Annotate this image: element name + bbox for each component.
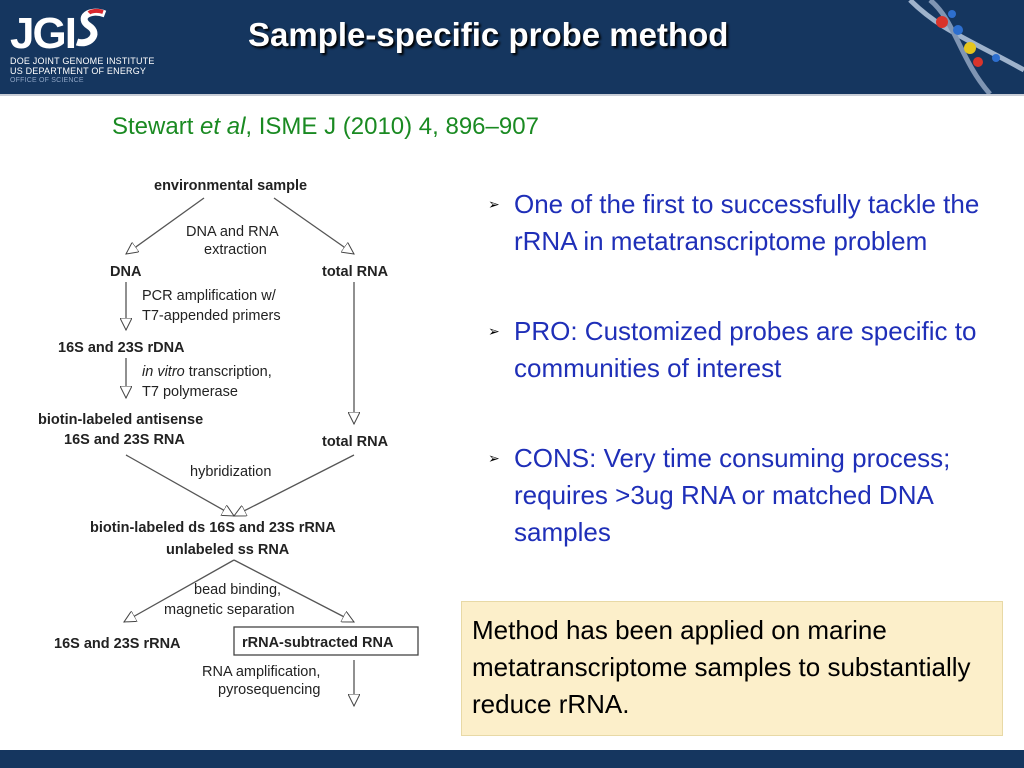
label-extraction: extraction [204, 242, 267, 258]
arrow-bullet-icon: ➢ [488, 323, 500, 339]
label-magnetic-separation: magnetic separation [164, 602, 295, 618]
node-16s-23s-rdna: 16S and 23S rDNA [58, 340, 185, 356]
label-dna-rna-extraction: DNA and RNA [186, 224, 279, 240]
citation: Stewart et al, ISME J (2010) 4, 896–907 [112, 113, 539, 140]
callout-box: Method has been applied on marine metatr… [461, 601, 1003, 736]
subtracted-box [233, 626, 419, 656]
bullet-item: ➢PRO: Customized probes are specific to … [488, 313, 1008, 387]
bullet-item: ➢One of the first to successfully tackle… [488, 186, 1008, 260]
slide-title: Sample-specific probe method [248, 16, 729, 53]
label-t7-primers: T7-appended primers [142, 308, 281, 324]
node-environmental-sample: environmental sample [154, 178, 307, 194]
label-rna-amplification: RNA amplification, [202, 664, 320, 680]
label-bead-binding: bead binding, [194, 582, 281, 598]
node-biotin-ds: biotin-labeled ds 16S and 23S rRNA [90, 520, 336, 536]
arrow-bullet-icon: ➢ [488, 450, 500, 466]
node-total-rna: total RNA [322, 264, 389, 280]
label-pyrosequencing: pyrosequencing [218, 682, 320, 698]
node-16s-23s-rrna: 16S and 23S rRNA [54, 636, 181, 652]
jgi-logo: JGI DOE JOINT GENOME INSTITUTE US DEPART… [10, 8, 155, 84]
node-total-rna-2: total RNA [322, 434, 389, 450]
arrow-bullet-icon: ➢ [488, 196, 500, 212]
label-t7-polymerase: T7 polymerase [142, 384, 238, 400]
header-bar: JGI DOE JOINT GENOME INSTITUTE US DEPART… [0, 0, 1024, 94]
jgi-swoosh-icon [75, 8, 111, 56]
node-biotin-antisense: biotin-labeled antisense [38, 412, 203, 428]
node-unlabeled: unlabeled ss RNA [166, 542, 290, 558]
bullet-item: ➢CONS: Very time consuming process; requ… [488, 440, 1008, 551]
label-pcr: PCR amplification w/ [142, 288, 277, 304]
node-dna: DNA [110, 264, 142, 280]
header-divider [0, 94, 1024, 96]
label-in-vitro: in vitro transcription, [142, 364, 272, 380]
label-hybridization: hybridization [190, 464, 271, 480]
bullet-list: ➢One of the first to successfully tackle… [488, 186, 1008, 604]
footer-bar [0, 750, 1024, 768]
flowchart-diagram: environmental sample DNA and RNA extract… [38, 178, 419, 718]
node-16s-23s-rna: 16S and 23S RNA [64, 432, 185, 448]
dna-helix-icon [908, 0, 1024, 94]
node-rrna-subtracted: rRNA-subtracted RNA [242, 635, 394, 651]
